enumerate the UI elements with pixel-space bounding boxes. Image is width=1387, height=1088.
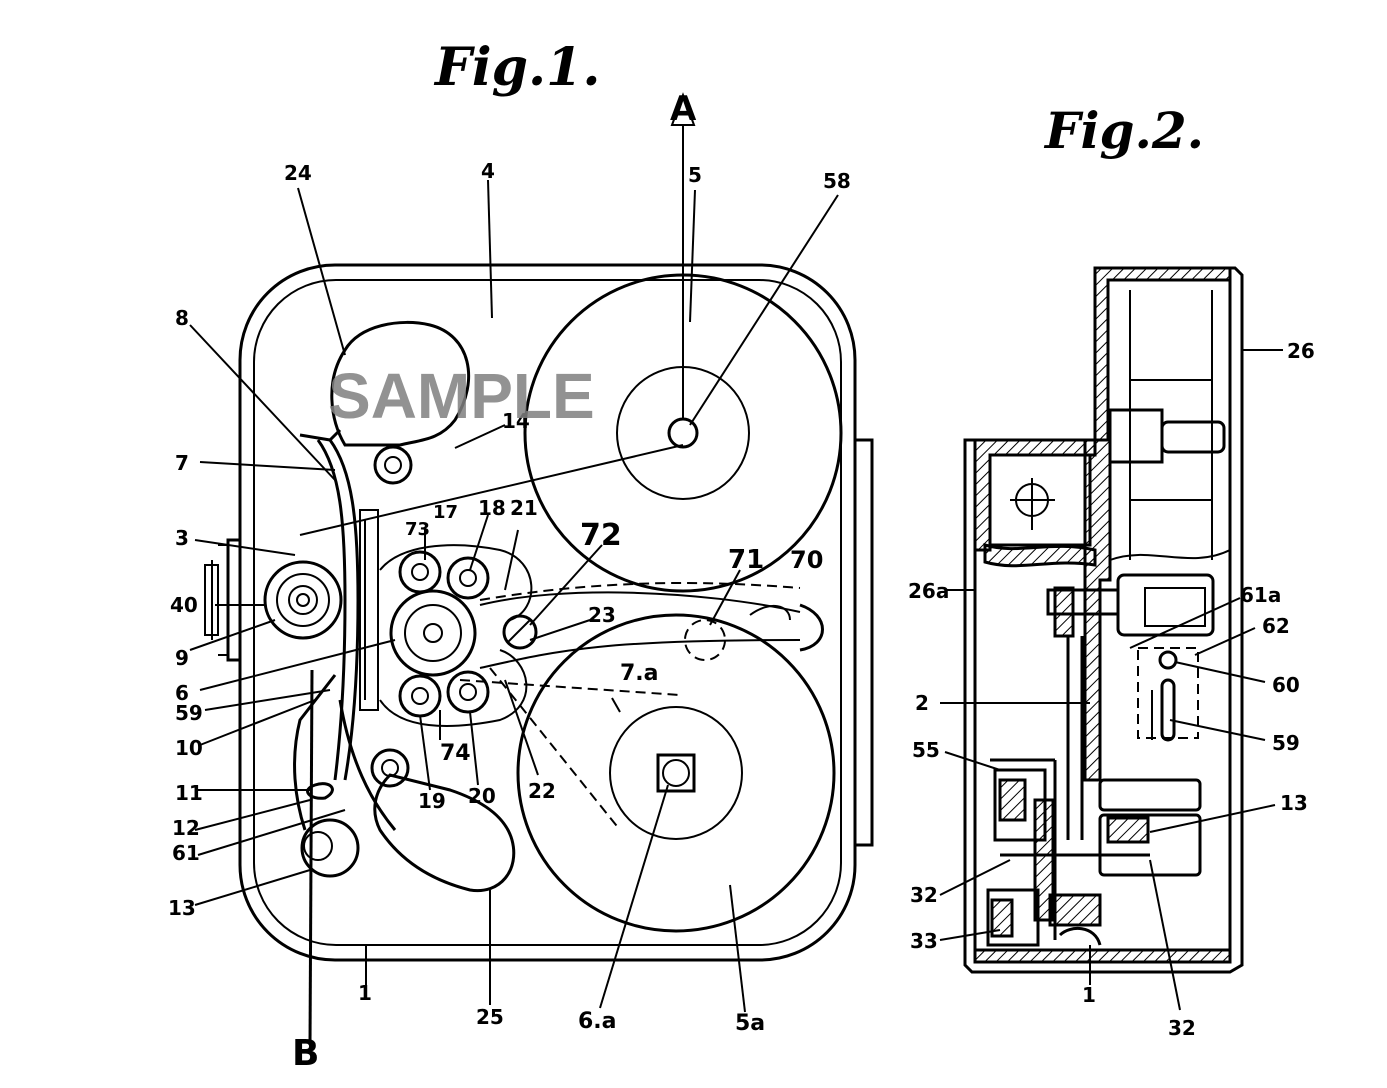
central-shaft (1046, 438, 1215, 840)
label-71: 71 (728, 545, 764, 575)
label-74: 74 (440, 741, 471, 766)
label-A: A (670, 89, 697, 129)
roller-upper (373, 445, 413, 485)
label-18: 18 (478, 496, 506, 520)
lower-gear-train (986, 758, 1202, 947)
label-59: 59 (175, 701, 203, 725)
guide-outline (379, 544, 533, 727)
label-12: 12 (172, 816, 200, 840)
label-73: 73 (405, 519, 430, 540)
label-11: 11 (175, 781, 203, 805)
label-32-bottom: 32 (1168, 1016, 1196, 1040)
label-21: 21 (510, 496, 538, 520)
label-3: 3 (175, 526, 189, 550)
label-22: 22 (528, 779, 556, 803)
film-gate (299, 428, 397, 831)
figure-1: Fig.1. (168, 37, 874, 1074)
label-40: 40 (170, 593, 198, 617)
label-6: 6 (175, 681, 189, 705)
lower-reel (516, 613, 836, 933)
label-13-fig2: 13 (1280, 791, 1308, 815)
label-8: 8 (175, 306, 189, 330)
label-2: 2 (915, 691, 929, 715)
label-5: 5 (688, 163, 702, 187)
fig1-leader-lines (189, 179, 839, 1013)
roller-18 (446, 556, 490, 600)
label-7: 7 (175, 451, 189, 475)
label-13: 13 (168, 896, 196, 920)
drive-sprocket (389, 589, 477, 677)
label-62: 62 (1262, 614, 1290, 638)
figure-2: Fig.2. (908, 101, 1315, 1040)
claw-plate (1137, 647, 1199, 742)
label-1: 1 (358, 981, 372, 1005)
label-25: 25 (476, 1005, 504, 1029)
label-70: 70 (790, 546, 823, 574)
fig2-title: Fig.2. (1043, 101, 1204, 160)
sample-watermark: SAMPLE (328, 360, 595, 432)
section-axis-a (670, 92, 696, 420)
label-58: 58 (823, 169, 851, 193)
film-path (299, 444, 824, 831)
roller-lower (370, 748, 410, 788)
label-10: 10 (175, 736, 203, 760)
roller-17 (398, 550, 442, 594)
fig2-leader-lines (939, 349, 1283, 1011)
label-20: 20 (468, 784, 496, 808)
label-26a: 26a (908, 579, 949, 603)
upper-spool-frame (1108, 290, 1231, 561)
roller-20 (446, 670, 490, 714)
film-box-section (983, 453, 1097, 568)
label-4: 4 (481, 159, 495, 183)
claw-eccentric (502, 614, 538, 650)
label-19: 19 (418, 789, 446, 813)
label-17: 17 (433, 502, 458, 523)
label-61: 61 (172, 841, 200, 865)
roller-19 (398, 674, 442, 718)
label-14: 14 (502, 409, 530, 433)
label-9: 9 (175, 646, 189, 670)
label-7a: 7.a (620, 661, 659, 686)
lever-mechanism (293, 669, 360, 1046)
label-26: 26 (1287, 339, 1315, 363)
label-72: 72 (580, 518, 622, 553)
label-1-fig2: 1 (1082, 983, 1096, 1007)
label-6a: 6.a (578, 1009, 617, 1034)
upper-cam (330, 320, 471, 447)
label-61a: 61a (1240, 583, 1281, 607)
label-B: B (292, 1033, 319, 1074)
fig1-title: Fig.1. (433, 37, 600, 98)
label-33: 33 (910, 929, 938, 953)
label-60: 60 (1272, 673, 1300, 697)
label-55: 55 (912, 738, 940, 762)
label-5a: 5a (735, 1011, 765, 1036)
label-32-left: 32 (910, 883, 938, 907)
fig1-label-set: A B 24 4 5 58 8 14 7 3 73 17 18 21 72 71… (168, 89, 851, 1074)
label-24: 24 (284, 161, 312, 185)
label-59-fig2: 59 (1272, 731, 1300, 755)
lens-element (263, 560, 343, 640)
label-23: 23 (588, 603, 616, 627)
fig2-label-set: 26 26a 61a 62 60 2 59 55 13 32 33 1 32 (908, 339, 1315, 1040)
